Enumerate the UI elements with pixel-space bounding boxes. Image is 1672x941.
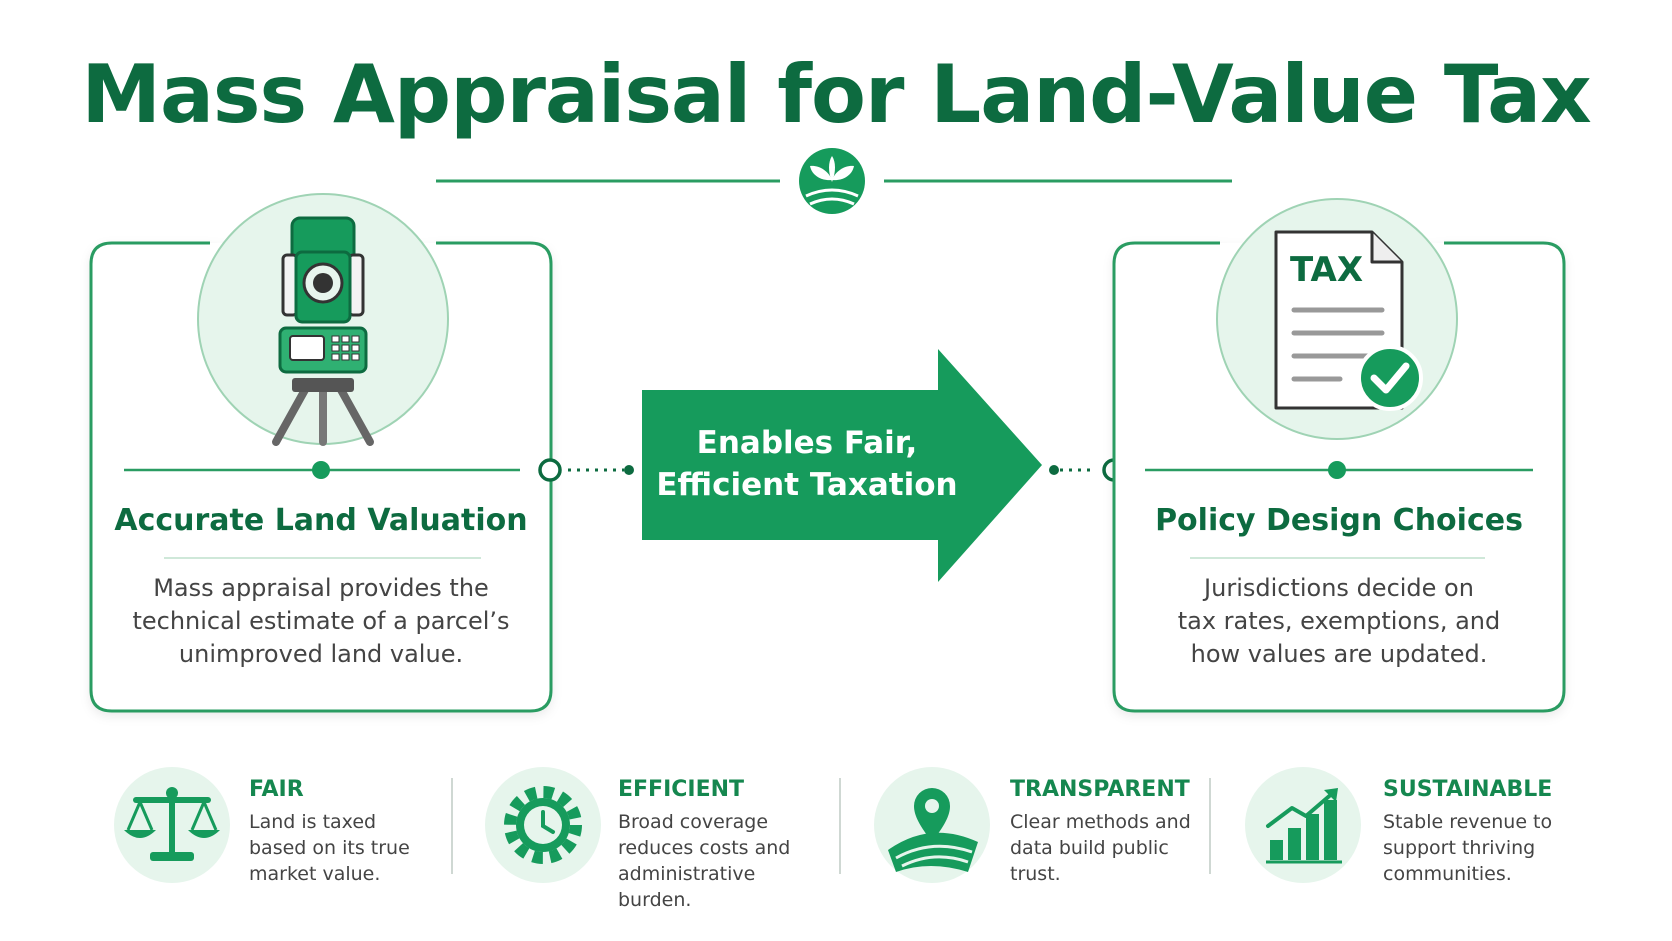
left-card-body-line: technical estimate of a parcel’s xyxy=(132,607,510,635)
feature-body-line: reduces costs and xyxy=(618,837,791,859)
sprout-field-icon xyxy=(799,148,865,214)
feature-body-line: based on its true xyxy=(249,837,410,859)
feature-sustainable: SUSTAINABLE Stable revenue to support th… xyxy=(1383,775,1583,887)
central-arrow xyxy=(642,349,1042,582)
surveying-instrument-icon xyxy=(197,193,449,446)
scales-icon xyxy=(114,767,230,883)
right-card-title: Policy Design Choices xyxy=(1155,503,1523,538)
left-card-body-line: unimproved land value. xyxy=(178,640,464,668)
feature-fair: FAIR Land is taxed based on its true mar… xyxy=(249,775,439,887)
feature-body: Broad coverage reduces costs and adminis… xyxy=(618,809,833,913)
page-title: Mass Appraisal for Land-Value Tax xyxy=(81,48,1591,141)
arrow-label: Enables Fair, Efficient Taxation xyxy=(642,422,972,506)
feature-body-line: support thriving xyxy=(1383,837,1536,859)
right-card-body: Jurisdictions decide on tax rates, exemp… xyxy=(1114,572,1564,671)
growth-chart-icon xyxy=(1245,767,1361,883)
arrow-label-line: Efficient Taxation xyxy=(656,467,958,503)
feature-title: TRANSPARENT xyxy=(1010,777,1190,802)
right-card-body-line: Jurisdictions decide on xyxy=(1204,574,1474,602)
left-card-body-line: Mass appraisal provides the xyxy=(153,574,489,602)
feature-body-line: communities. xyxy=(1383,863,1512,885)
tax-document-check-icon xyxy=(1216,198,1458,440)
feature-title: EFFICIENT xyxy=(618,777,745,802)
feature-body-line: Clear methods and xyxy=(1010,811,1191,833)
left-card-body: Mass appraisal provides the technical es… xyxy=(91,572,551,671)
feature-body-line: data build public xyxy=(1010,837,1169,859)
right-card-body-line: tax rates, exemptions, and xyxy=(1177,607,1501,635)
feature-body-line: Broad coverage xyxy=(618,811,769,833)
connector-left xyxy=(538,458,634,482)
feature-body-line: trust. xyxy=(1010,863,1061,885)
feature-body: Clear methods and data build public trus… xyxy=(1010,809,1205,887)
right-card-body-line: how values are updated. xyxy=(1190,640,1488,668)
arrow-label-line: Enables Fair, xyxy=(696,425,918,461)
left-card-title: Accurate Land Valuation xyxy=(114,503,528,538)
feature-title: FAIR xyxy=(249,777,304,802)
tax-document-label: TAX xyxy=(1290,250,1364,290)
feature-body-line: market value. xyxy=(249,863,381,885)
feature-body-line: administrative burden. xyxy=(618,863,756,911)
feature-body: Land is taxed based on its true market v… xyxy=(249,809,439,887)
feature-efficient: EFFICIENT Broad coverage reduces costs a… xyxy=(618,775,833,913)
feature-title: SUSTAINABLE xyxy=(1383,777,1553,802)
feature-body-line: Stable revenue to xyxy=(1383,811,1553,833)
map-pin-fields-icon xyxy=(874,767,990,883)
feature-body: Stable revenue to support thriving commu… xyxy=(1383,809,1583,887)
gear-clock-icon xyxy=(485,767,601,883)
feature-body-line: Land is taxed xyxy=(249,811,377,833)
feature-transparent: TRANSPARENT Clear methods and data build… xyxy=(1010,775,1205,887)
